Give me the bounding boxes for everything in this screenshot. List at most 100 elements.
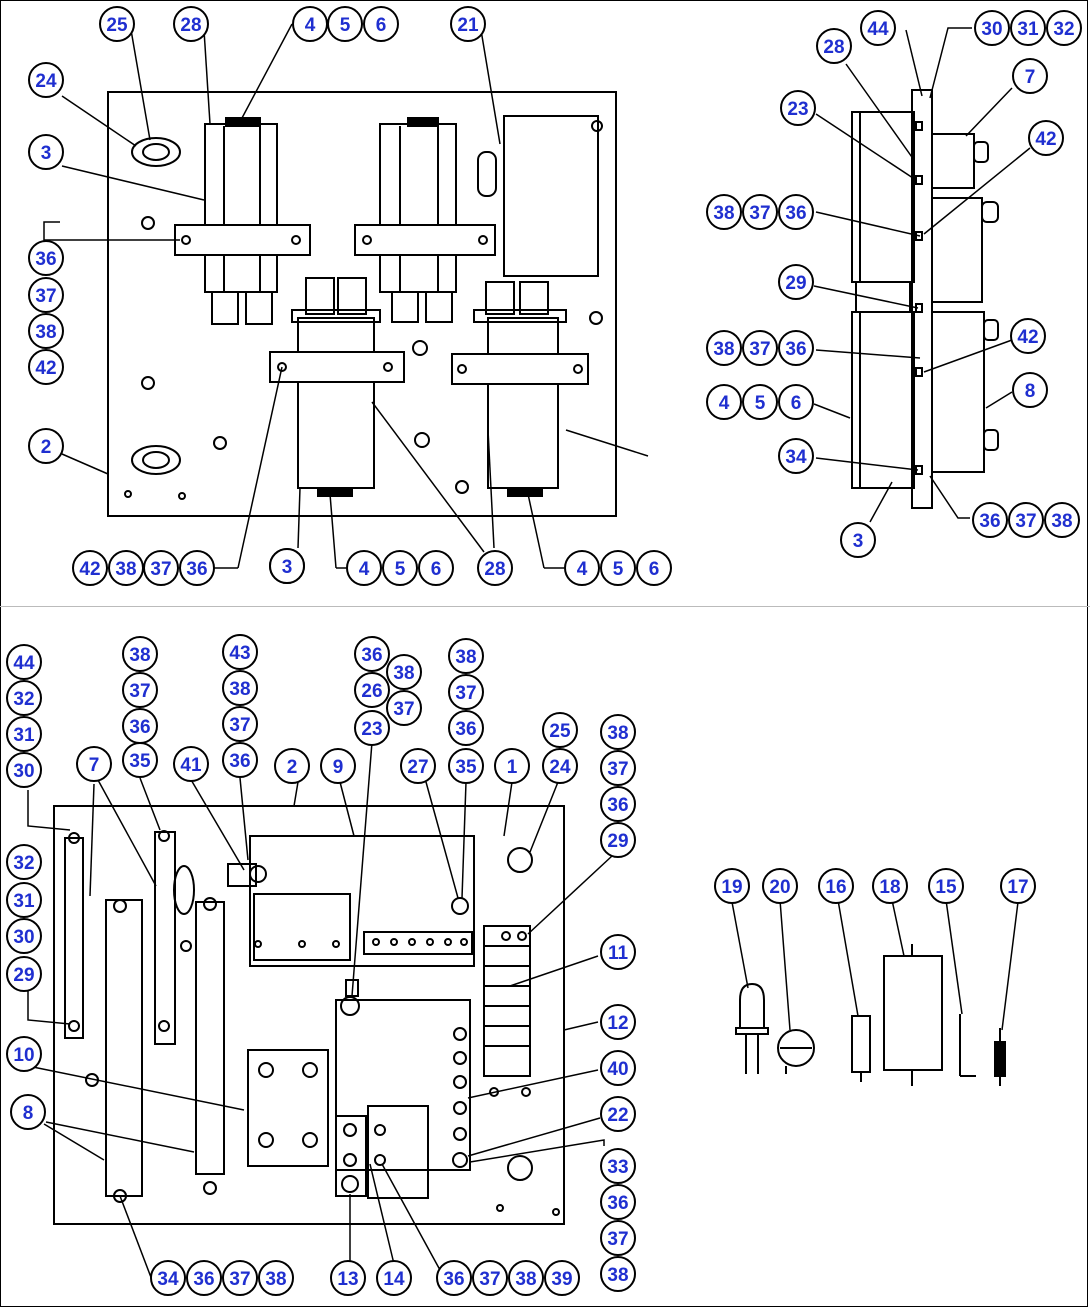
callout-balloon: 24 xyxy=(28,62,64,98)
callout-balloon-circle xyxy=(778,438,814,474)
callout-balloon: 29 xyxy=(778,264,814,300)
callout-label: 10 xyxy=(13,1045,34,1066)
callout-balloon: 4 xyxy=(706,384,742,420)
callout-balloon-circle xyxy=(28,134,64,170)
callout-balloon: 42 xyxy=(1010,318,1046,354)
callout-label: 27 xyxy=(407,757,428,778)
callout-balloon: 34 xyxy=(150,1260,186,1296)
callout-balloon: 31 xyxy=(6,882,42,918)
callout-label: 38 xyxy=(115,559,136,580)
callout-label: 38 xyxy=(393,663,414,684)
callout-balloon: 20 xyxy=(762,868,798,904)
callout-label: 36 xyxy=(785,339,806,360)
callout-label: 42 xyxy=(79,559,100,580)
callout-label: 40 xyxy=(607,1059,628,1080)
callout-balloon-circle xyxy=(448,638,484,674)
callout-label: 13 xyxy=(337,1269,358,1290)
callout-balloon-circle xyxy=(780,90,816,126)
callout-label: 29 xyxy=(785,273,806,294)
callout-balloon: 32 xyxy=(6,680,42,716)
callout-balloon: 37 xyxy=(600,1220,636,1256)
callout-balloon-circle xyxy=(6,956,42,992)
callout-balloon: 30 xyxy=(974,10,1010,46)
callout-label: 21 xyxy=(457,15,479,36)
callout-balloon-circle xyxy=(330,1260,366,1296)
callout-balloon-circle xyxy=(600,1184,636,1220)
callout-label: 17 xyxy=(1007,877,1028,898)
callout-balloon-circle xyxy=(542,748,578,784)
callout-balloon-circle xyxy=(600,1256,636,1292)
top-left-panel-drawing xyxy=(107,91,617,517)
callout-balloon-circle xyxy=(222,742,258,778)
callout-balloon: 5 xyxy=(742,384,778,420)
callout-balloon-circle xyxy=(1012,58,1048,94)
callout-balloon: 2 xyxy=(28,428,64,464)
callout-label: 38 xyxy=(229,679,250,700)
callout-label: 29 xyxy=(13,965,34,986)
callout-balloon-circle xyxy=(600,1004,636,1040)
callout-label: 37 xyxy=(607,1229,628,1250)
callout-balloon: 29 xyxy=(600,822,636,858)
callout-balloon-circle xyxy=(778,384,814,420)
callout-balloon: 36 xyxy=(122,708,158,744)
callout-balloon: 23 xyxy=(354,710,390,746)
callout-balloon-circle xyxy=(1044,502,1080,538)
callout-label: 5 xyxy=(340,15,351,36)
bottom-left-leaders xyxy=(27,741,613,1281)
callout-balloon-circle xyxy=(6,716,42,752)
callout-balloon-circle xyxy=(706,194,742,230)
callout-balloon-circle xyxy=(6,752,42,788)
callout-balloon: 37 xyxy=(1008,502,1044,538)
callout-balloon: 39 xyxy=(544,1260,580,1296)
callout-balloon-circle xyxy=(1012,372,1048,408)
callout-label: 36 xyxy=(129,717,150,738)
callout-balloon-circle xyxy=(222,670,258,706)
callout-balloon-circle xyxy=(222,706,258,742)
callout-balloon-circle xyxy=(6,1036,42,1072)
callout-balloon: 43 xyxy=(222,634,258,670)
callout-balloon: 38 xyxy=(258,1260,294,1296)
callout-label: 25 xyxy=(549,721,571,742)
top-right-leaders xyxy=(813,27,1031,523)
callout-balloon: 37 xyxy=(448,674,484,710)
callout-balloon: 1 xyxy=(494,748,530,784)
callout-label: 12 xyxy=(607,1013,628,1034)
callout-balloon: 6 xyxy=(636,550,672,586)
bottom-left-panel-drawing xyxy=(53,805,565,1225)
callout-label: 38 xyxy=(1051,511,1072,532)
callout-balloons: 2528456212433637384223423837363456284564… xyxy=(6,6,1082,1296)
callout-balloon: 38 xyxy=(448,638,484,674)
callout-balloon-circle xyxy=(28,62,64,98)
callout-label: 31 xyxy=(13,725,35,746)
callout-label: 41 xyxy=(180,755,202,776)
callout-label: 34 xyxy=(157,1269,179,1290)
bottom-right-parts-drawing xyxy=(735,944,1006,1086)
callout-balloon: 10 xyxy=(6,1036,42,1072)
callout-label: 36 xyxy=(443,1269,464,1290)
callout-balloon-circle xyxy=(269,548,305,584)
callout-balloon-circle xyxy=(28,313,64,349)
callout-balloon: 38 xyxy=(386,654,422,690)
callout-balloon: 4 xyxy=(292,6,328,42)
callout-balloon-circle xyxy=(258,1260,294,1296)
callout-balloon: 30 xyxy=(6,918,42,954)
callout-balloon-circle xyxy=(508,1260,544,1296)
callout-label: 43 xyxy=(229,643,250,664)
callout-balloon-circle xyxy=(778,264,814,300)
callout-label: 36 xyxy=(979,511,1000,532)
callout-balloon: 36 xyxy=(448,710,484,746)
callout-balloon-circle xyxy=(818,868,854,904)
callout-label: 22 xyxy=(607,1105,628,1126)
callout-balloon: 17 xyxy=(1000,868,1036,904)
callout-balloon: 3 xyxy=(28,134,64,170)
callout-label: 11 xyxy=(608,943,629,964)
callout-balloon: 37 xyxy=(222,706,258,742)
callout-balloon: 38 xyxy=(600,714,636,750)
callout-label: 4 xyxy=(719,393,730,414)
callout-balloon-circle xyxy=(860,10,896,46)
callout-balloon: 36 xyxy=(28,240,64,276)
callout-balloon-circle xyxy=(6,680,42,716)
callout-balloon: 19 xyxy=(714,868,750,904)
callout-balloon: 32 xyxy=(1046,10,1082,46)
